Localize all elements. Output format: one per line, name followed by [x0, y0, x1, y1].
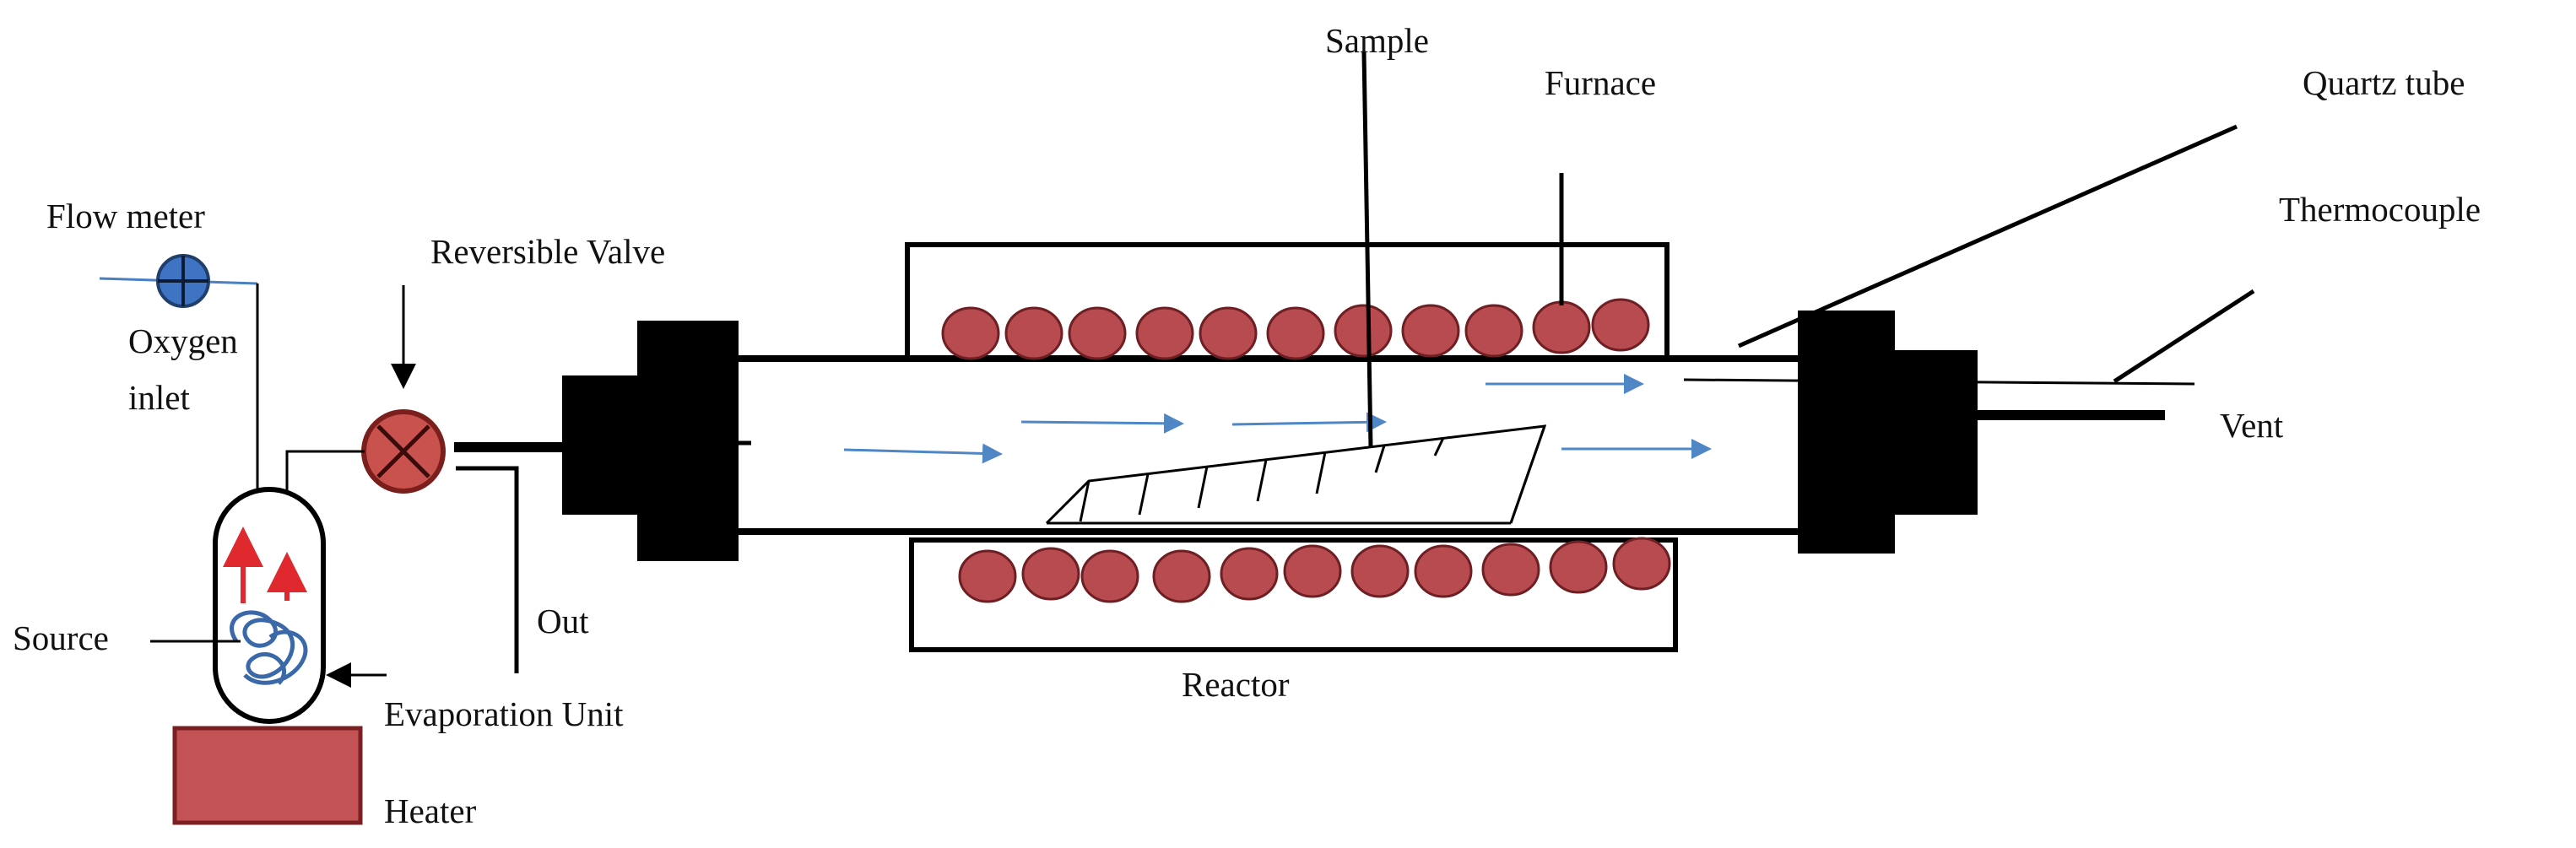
left-end-cap [562, 321, 739, 561]
coil-icon [1414, 544, 1473, 598]
label-inlet: inlet [128, 378, 190, 417]
coil-icon [1532, 300, 1591, 354]
upper-heating-coils [941, 298, 1650, 360]
label-out: Out [537, 602, 589, 640]
heater-block [172, 726, 363, 825]
thermocouple-pointer [2113, 289, 2255, 384]
lower-heating-coils [958, 537, 1671, 603]
coil-icon [1199, 306, 1258, 360]
label-heater: Heater [384, 791, 477, 830]
flow-meter[interactable] [156, 254, 210, 308]
coil-icon [1334, 304, 1393, 358]
gas-flow-arrows [843, 374, 1712, 464]
label-furnace: Furnace [1545, 63, 1656, 102]
label-thermocouple: Thermocouple [2279, 190, 2481, 229]
coil-icon [1021, 547, 1080, 601]
label-quartz-tube: Quartz tube [2303, 63, 2465, 102]
coil-icon [1080, 549, 1139, 603]
sample-boat [1045, 424, 1547, 525]
coil-icon [958, 549, 1017, 603]
coil-icon [1068, 306, 1127, 360]
out-pipe [456, 466, 519, 673]
flow-arrow-icon [1231, 412, 1387, 433]
label-source: Source [13, 618, 109, 657]
coil-icon [1591, 298, 1650, 352]
flow-arrow-icon [1020, 413, 1184, 434]
right-end-cap [1798, 311, 1978, 554]
coil-icon [1481, 543, 1540, 597]
coil-icon [1152, 549, 1211, 603]
coil-icon [1283, 544, 1342, 598]
label-evaporation-unit: Evaporation Unit [384, 694, 624, 733]
label-sample: Sample [1325, 21, 1429, 60]
reversible-valve[interactable] [361, 409, 446, 494]
label-flow-meter: Flow meter [46, 197, 205, 235]
coil-icon [1464, 304, 1523, 358]
label-vent: Vent [2220, 406, 2284, 445]
evaporation-unit-vessel [213, 487, 326, 724]
coil-icon [1350, 544, 1410, 598]
label-reactor: Reactor [1182, 665, 1290, 704]
coil-icon [1401, 304, 1460, 358]
coil-icon [1135, 306, 1194, 360]
furnace-lower-box [909, 537, 1678, 652]
coil-icon [1220, 547, 1279, 601]
thermocouple-probe [1683, 378, 2195, 386]
label-reversible-valve: Reversible Valve [430, 232, 665, 271]
coil-icon [941, 306, 1000, 360]
label-oxygen: Oxygen [128, 321, 238, 360]
coil-icon [1266, 306, 1325, 360]
quartz-tube [718, 355, 1810, 535]
coil-icon [1612, 537, 1671, 591]
source-material [230, 610, 308, 685]
coil-icon [1004, 306, 1063, 360]
quartz-tube-pointer [1737, 124, 2238, 348]
flow-arrow-icon [843, 443, 1003, 464]
coil-icon [1549, 540, 1608, 594]
sample-pointer [1361, 51, 1373, 448]
